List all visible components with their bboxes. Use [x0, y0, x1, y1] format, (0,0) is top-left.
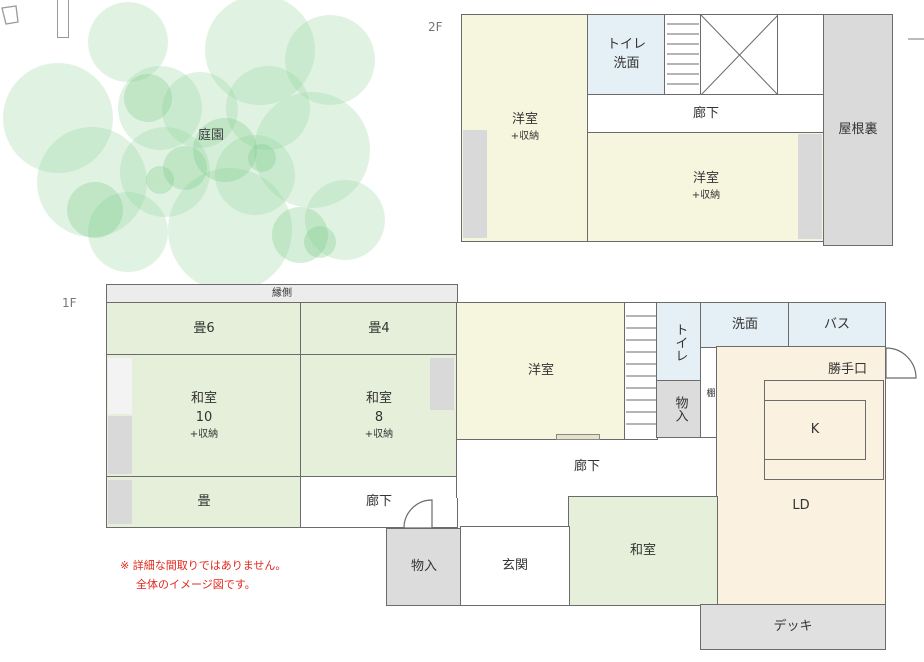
edge-structure [57, 0, 69, 38]
floor1-washitsu8-name: 和室 [365, 390, 392, 406]
floor2-void-cross [700, 14, 779, 96]
floor2-toilet-washroom: トイレ 洗面 [587, 14, 666, 96]
floor1-tatami4-label: 畳4 [368, 320, 390, 336]
floor1-bath-label: バス [823, 316, 850, 332]
floor2-toilet-label: トイレ [606, 37, 646, 53]
floor2-closet-left [463, 130, 487, 238]
floor2-corridor: 廊下 [587, 94, 825, 134]
floor1-storage-entrance-label: 物入 [410, 558, 437, 574]
floor1-stairs [624, 302, 658, 440]
floor1-western-room: 洋室 [456, 302, 626, 440]
floor1-kitchen: K [764, 400, 866, 460]
floor1-washroom-label: 洗面 [731, 316, 758, 332]
floor1-entrance-label: 玄関 [501, 557, 528, 573]
floor1-corridor-main-label: 廊下 [573, 458, 600, 474]
floor1-toilet: トイレ [656, 302, 702, 382]
floor1-storage-small: 物入 [656, 380, 702, 438]
floor1-washitsu10: 和室 10 +収納 [106, 354, 302, 478]
floor1-stairs-steps [626, 315, 656, 425]
entrance-door-swing-icon [403, 499, 433, 529]
floor1-bath: バス [788, 302, 886, 348]
floor2-stairs [664, 14, 702, 96]
floor2-edge-mark [908, 38, 924, 40]
floor1-toilet-label: トイレ [672, 322, 688, 362]
floor1-washitsu10-size: 10 [195, 409, 213, 425]
floor1-washitsu-label: 和室 [629, 542, 656, 558]
disclaimer-line1: ※ 詳細な間取りではありません。 [120, 559, 287, 572]
floor1-western-room-label: 洋室 [527, 362, 554, 378]
floor2-western-room-right-name: 洋室 [692, 171, 719, 187]
floor2-washroom-label: 洗面 [613, 56, 640, 71]
floor1-sliding-door [556, 434, 600, 440]
floor1-washitsu: 和室 [568, 496, 718, 606]
floor2-western-room-right-storage: +収納 [691, 190, 721, 202]
floor1-corridor-small-label: 廊下 [365, 493, 392, 509]
floor2-attic-label: 屋根裏 [838, 121, 878, 137]
floor1-washitsu8-size: 8 [374, 409, 384, 425]
floor2-stairs-steps [667, 23, 699, 85]
floor1-storage-entrance: 物入 [386, 528, 462, 606]
edge-gate-icon [1, 5, 19, 25]
floor1-shelf-label: 棚 [704, 387, 715, 397]
floor1-closet-washitsu10 [108, 416, 132, 474]
floor1-corridor-main: 廊下 [456, 436, 718, 498]
floor1-tatami6-label: 畳6 [193, 320, 215, 336]
garden-trees [3, 0, 385, 290]
floor1-tatami: 畳 [106, 476, 302, 528]
floor1-alcove-washitsu10 [108, 358, 132, 414]
floor2-corridor-label: 廊下 [692, 105, 719, 121]
floor1-storage-small-label: 物入 [672, 396, 688, 422]
disclaimer-note: ※ 詳細な間取りではありません。 全体のイメージ図です。 [120, 556, 286, 595]
floor1-back-door-label: 勝手口 [828, 362, 868, 377]
floor1-ld-label: LD [792, 497, 810, 513]
floor1-deck: デッキ [700, 604, 886, 650]
floor1-kitchen-label: K [810, 421, 820, 437]
floor1-washitsu10-name: 和室 [190, 390, 217, 406]
floor2-small-room [777, 14, 825, 96]
floor2-western-room-left-storage: +収納 [510, 131, 540, 143]
floor1-washroom: 洗面 [700, 302, 790, 348]
floor1-washitsu10-storage: +収納 [189, 428, 219, 440]
garden-label: 庭園 [198, 128, 225, 143]
floor1-corridor-small: 廊下 [300, 476, 458, 528]
floor1-veranda: 縁側 [106, 284, 458, 304]
floor1-veranda-label: 縁側 [272, 287, 292, 299]
floor1-tatami-label: 畳 [197, 493, 211, 509]
disclaimer-line2: 全体のイメージ図です。 [136, 578, 256, 592]
floor1-tatami6: 畳6 [106, 302, 302, 356]
back-door-swing-icon [885, 347, 917, 379]
floor1-closet-washitsu8 [430, 358, 454, 410]
floor2-western-room-right: 洋室 +収納 [587, 132, 825, 242]
floor2-attic: 屋根裏 [823, 14, 893, 246]
floor1-tatami4: 畳4 [300, 302, 458, 356]
floor2-western-room-left-name: 洋室 [511, 112, 538, 128]
floor2-label: 2F [428, 20, 443, 34]
floor1-entrance: 玄関 [460, 526, 570, 606]
floor1-washitsu8-storage: +収納 [364, 428, 394, 440]
floor1-closet-tatami [108, 480, 132, 524]
floor2-closet-right [798, 134, 822, 239]
floor1-label: 1F [62, 296, 77, 310]
floor1-deck-label: デッキ [773, 618, 813, 634]
